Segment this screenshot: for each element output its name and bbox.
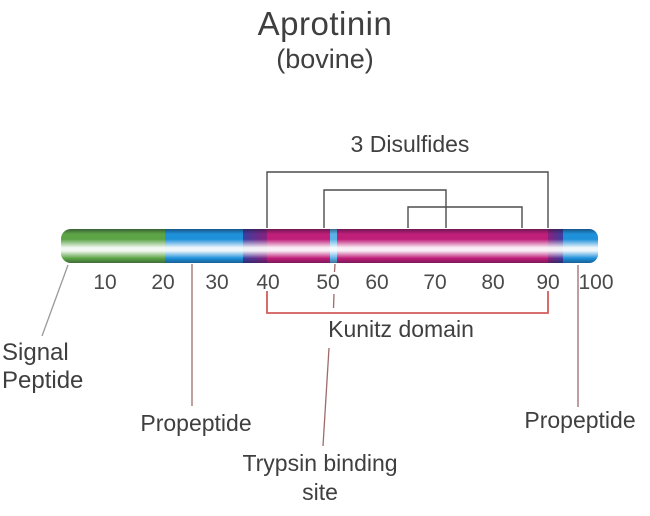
scale-tick: 70	[423, 271, 447, 294]
scale-tick: 50	[316, 271, 340, 294]
disulfide-bridge-inner	[407, 206, 523, 228]
trypsin-binding-site-label: Trypsin binding site	[242, 450, 398, 505]
kunitz-domain-segment	[337, 229, 548, 263]
signal-peptide-leader-line	[41, 264, 69, 337]
page-subtitle: (bovine)	[276, 44, 374, 74]
overlap-right-segment	[548, 229, 563, 263]
trypsin-leader-segment-2	[332, 293, 335, 309]
trypsin-binding-site-stripe	[330, 229, 337, 263]
disulfide-bridge-outer	[266, 171, 549, 228]
propeptide-left-segment	[165, 229, 243, 263]
scale-tick: 40	[256, 271, 280, 294]
scale-tick: 20	[151, 271, 175, 294]
scale-tick: 90	[536, 271, 560, 294]
disulfide-bridge-middle	[323, 189, 447, 228]
trypsin-leader-segment-3	[322, 347, 330, 447]
kunitz-domain-segment	[267, 229, 330, 263]
page-title: Aprotinin	[257, 5, 393, 42]
signal-peptide-segment	[61, 229, 165, 263]
kunitz-domain-bracket	[266, 291, 549, 314]
scale-tick: 30	[205, 271, 229, 294]
overlap-left-segment	[243, 229, 267, 263]
scale-tick: 60	[365, 271, 389, 294]
propeptide-right-segment	[563, 229, 598, 263]
kunitz-domain-label: Kunitz domain	[328, 316, 474, 342]
protein-sequence-bar	[61, 229, 598, 263]
signal-peptide-label: Signal Peptide	[2, 339, 84, 394]
scale-tick: 100	[578, 271, 614, 294]
disulfides-label: 3 Disulfides	[350, 131, 470, 157]
trypsin-leader-segment-1	[333, 263, 336, 273]
scale-tick: 80	[481, 271, 505, 294]
propeptide-left-label: Propeptide	[140, 410, 252, 436]
scale-tick: 10	[93, 271, 117, 294]
propeptide-right-label: Propeptide	[524, 407, 636, 433]
